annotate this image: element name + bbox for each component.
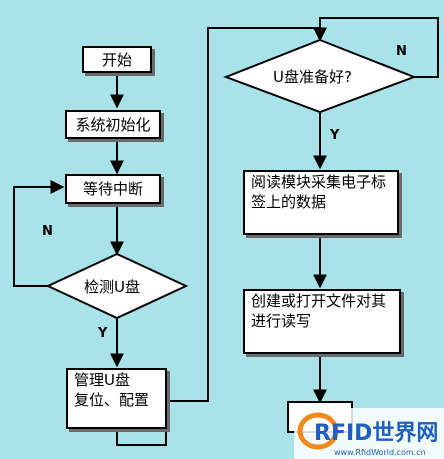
read-label-line2: 签上的数据: [251, 193, 327, 211]
write-box: 创建或打开文件对其 进行读写: [243, 289, 401, 354]
wait-label: 等待中断: [82, 180, 143, 198]
logo-swirl-icon: [297, 412, 339, 450]
diamond-ready-shape: [223, 38, 417, 114]
detect-yes-label: Y: [98, 326, 108, 341]
diamond-detect-shape: [45, 252, 189, 320]
detect-no-label: N: [42, 224, 53, 239]
logo-text: RFID世界网: [314, 421, 438, 446]
edge-ready-no-loop: [313, 17, 439, 78]
read-label-line1: 阅读模块采集电子标: [251, 173, 387, 191]
ready-yes-label: Y: [330, 128, 340, 143]
ready-no-label: N: [396, 44, 407, 59]
rfid-world-logo: RFID世界网 www.RfidWorld.com.cn: [294, 408, 444, 459]
logo-url: www.RfidWorld.com.cn: [334, 448, 426, 457]
wait-box: 等待中断: [65, 174, 161, 204]
detect-label: 检测U盘: [84, 278, 140, 296]
init-label: 系统初始化: [75, 115, 151, 134]
edge-detect-no-loop: [13, 180, 65, 287]
manage-label-line2: 复位、配置: [74, 391, 150, 409]
start-label: 开始: [101, 50, 132, 69]
read-box: 阅读模块采集电子标 签上的数据: [243, 170, 399, 235]
write-label-line1: 创建或打开文件对其: [251, 292, 387, 310]
manage-box: 管理U盘 复位、配置: [66, 368, 167, 429]
init-box: 系统初始化: [65, 110, 161, 139]
edge-manage-to-ready: [116, 27, 327, 446]
write-label-line2: 进行读写: [251, 312, 312, 330]
start-box: 开始: [82, 46, 152, 73]
ready-label: U盘准备好?: [273, 68, 352, 86]
manage-label-line1: 管理U盘: [74, 371, 130, 389]
